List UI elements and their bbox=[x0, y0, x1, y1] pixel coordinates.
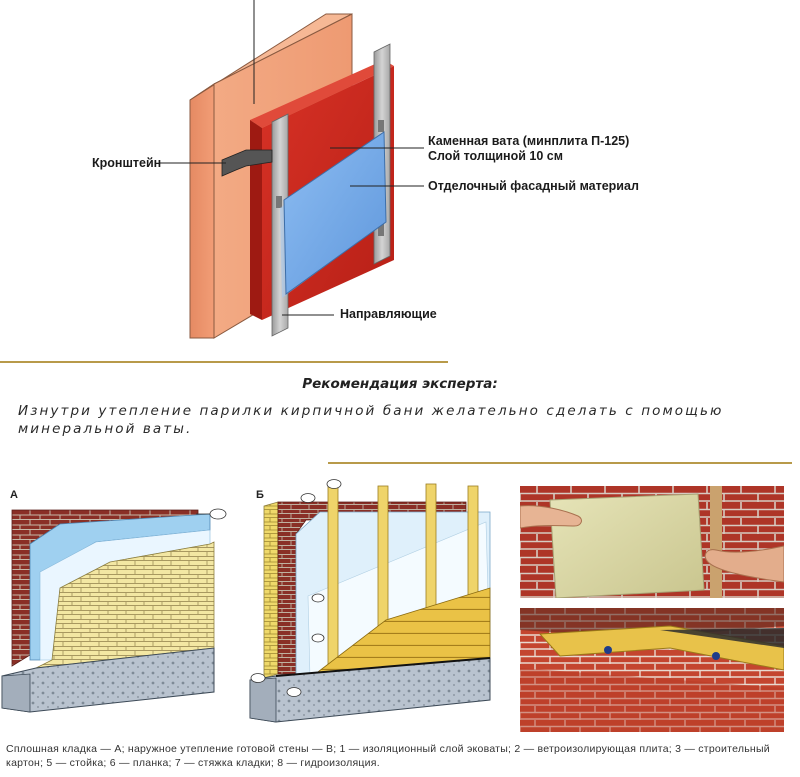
scheme-a-letter: А bbox=[10, 489, 18, 501]
stone-wool-label-line-1: Каменная вата (минплита П-125) bbox=[428, 134, 630, 148]
bracket bbox=[221, 149, 273, 177]
scheme-b-letter: Б bbox=[256, 489, 264, 501]
divider-top bbox=[0, 361, 448, 363]
scheme-a-solid-masonry: А bbox=[1, 489, 227, 713]
expert-text: Изнутри утепление парилки кирпичной бани… bbox=[18, 403, 724, 437]
scheme-b-external-insulation: Б bbox=[249, 479, 491, 723]
leader-lines bbox=[160, 0, 424, 316]
facade-panel bbox=[280, 131, 387, 298]
facade-label: Отделочный фасадный материал bbox=[428, 179, 639, 193]
facade-insulation-diagram bbox=[160, 0, 424, 339]
bracket-label: Кронштейн bbox=[92, 156, 162, 170]
guides-label: Направляющие bbox=[340, 307, 437, 321]
stone-wool-label: Каменная вата (минплита П-125) Слой толщ… bbox=[428, 134, 629, 164]
photo-wool-on-brick-wall bbox=[520, 608, 784, 732]
expert-title: Рекомендация эксперта: bbox=[302, 376, 498, 392]
photo-installing-mineral-wool bbox=[520, 486, 784, 598]
figure-caption: Сплошная кладка — А; наружное утепление … bbox=[6, 743, 770, 769]
stone-wool-label-line-2: Слой толщиной 10 см bbox=[428, 149, 563, 163]
divider-middle bbox=[328, 462, 792, 464]
scheme-b-callouts bbox=[250, 479, 342, 697]
